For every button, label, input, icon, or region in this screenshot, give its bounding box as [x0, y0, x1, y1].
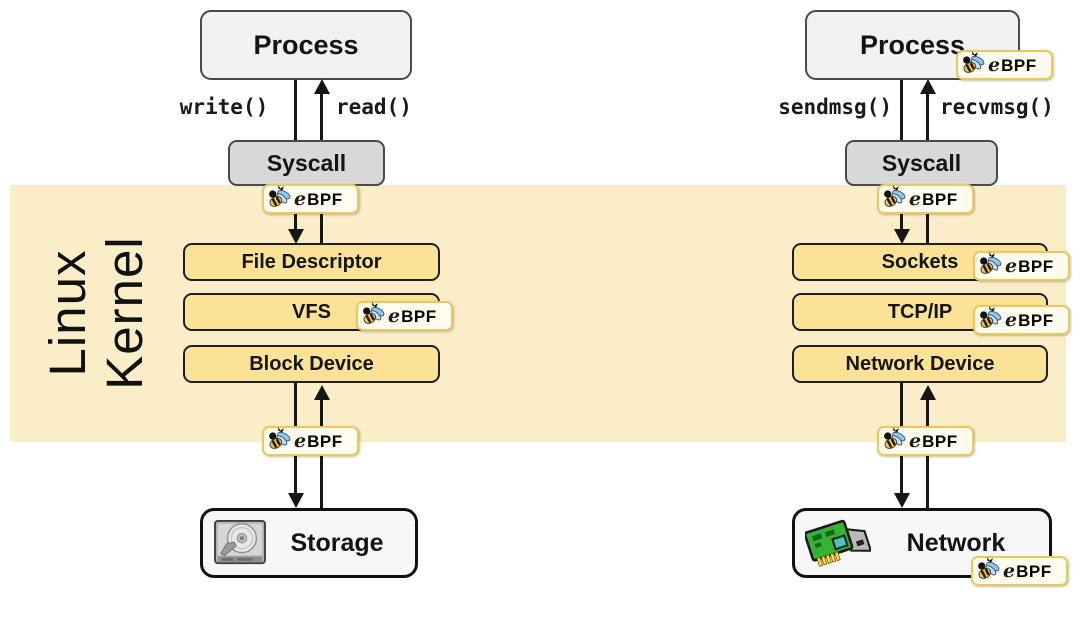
process-box-storage: Process [200, 10, 412, 80]
process-label: Process [253, 29, 359, 60]
ebpf-badge-e: e [909, 188, 922, 210]
ebpf-badge-bpf: BPF [1016, 562, 1052, 581]
network-card-icon [805, 519, 871, 567]
arrow-line-up [320, 214, 323, 243]
ebpf-badge-e: e [909, 430, 922, 452]
linux-kernel-label: Linux Kernel [37, 181, 155, 445]
ebpf-badge-bpf: BPF [1018, 257, 1054, 276]
file-descriptor-box: File Descriptor [183, 243, 440, 281]
ebpf-badge-e: e [1005, 255, 1018, 277]
arrow-head-up [919, 385, 936, 400]
ebpf-bee-icon [266, 184, 293, 209]
recvmsg-syscall-label: recvmsg() [940, 95, 1054, 119]
arrow-line-down [900, 214, 903, 230]
arrow-head-down [893, 493, 910, 508]
ebpf-badge-e: e [1005, 309, 1018, 331]
ebpf-badge-bpf: BPF [922, 432, 958, 451]
tcpip-label: TCP/IP [887, 300, 953, 323]
sockets-label: Sockets [881, 250, 959, 273]
arrow-head-up [313, 79, 330, 94]
ebpf-badge-bpf: BPF [307, 432, 343, 451]
ebpf-bee-icon [977, 305, 1004, 330]
arrow-line-up [320, 93, 323, 140]
ebpf-bee-icon [975, 556, 1002, 581]
ebpf-badge-bpf: BPF [307, 190, 343, 209]
arrow-head-up [919, 79, 936, 94]
ebpf-badge-e: e [1003, 560, 1016, 582]
syscall-box-storage: Syscall [228, 140, 385, 186]
arrow-head-down [287, 229, 304, 244]
read-syscall-label: read() [336, 95, 412, 119]
block-device-label: Block Device [249, 352, 374, 375]
arrow-head-up [313, 385, 330, 400]
ebpf-bee-icon [360, 301, 387, 326]
ebpf-badge-bpf: BPF [922, 190, 958, 209]
ebpf-badge-e: e [294, 188, 307, 210]
arrow-line-up [926, 93, 929, 140]
process-label: Process [859, 29, 966, 60]
block-device-box: Block Device [183, 345, 440, 383]
syscall-label: Syscall [881, 149, 962, 176]
network-device-label: Network Device [845, 352, 995, 375]
ebpf-badge-e: e [294, 430, 307, 452]
vfs-label: VFS [292, 300, 331, 323]
storage-label: Storage [290, 528, 384, 557]
write-syscall-label: write() [179, 95, 269, 119]
ebpf-bee-icon [977, 251, 1004, 276]
hard-drive-icon [214, 519, 266, 565]
ebpf-badge-bpf: BPF [1001, 56, 1037, 75]
ebpf-badge-bpf: BPF [1018, 311, 1054, 330]
kernel-label-line2: Kernel [96, 236, 153, 390]
network-label: Network [906, 528, 1006, 557]
ebpf-bee-icon [960, 50, 987, 75]
file-descriptor-label: File Descriptor [241, 250, 382, 273]
network-device-box: Network Device [792, 345, 1048, 383]
ebpf-badge-e: e [988, 54, 1001, 76]
kernel-label-line1: Linux [39, 249, 96, 377]
arrow-line-down [294, 214, 297, 230]
arrow-head-down [287, 493, 304, 508]
ebpf-bee-icon [881, 184, 908, 209]
arrow-head-down [893, 229, 910, 244]
ebpf-bee-icon [881, 426, 908, 451]
arrow-line-up [926, 214, 929, 243]
syscall-box-network: Syscall [845, 140, 998, 186]
ebpf-badge-e: e [388, 305, 401, 327]
sendmsg-syscall-label: sendmsg() [778, 95, 892, 119]
arrow-line-down [294, 80, 297, 140]
ebpf-bee-icon [266, 426, 293, 451]
arrow-line-down [900, 80, 903, 140]
ebpf-badge-bpf: BPF [401, 307, 437, 326]
storage-box: Storage [200, 508, 418, 578]
syscall-label: Syscall [266, 149, 347, 176]
